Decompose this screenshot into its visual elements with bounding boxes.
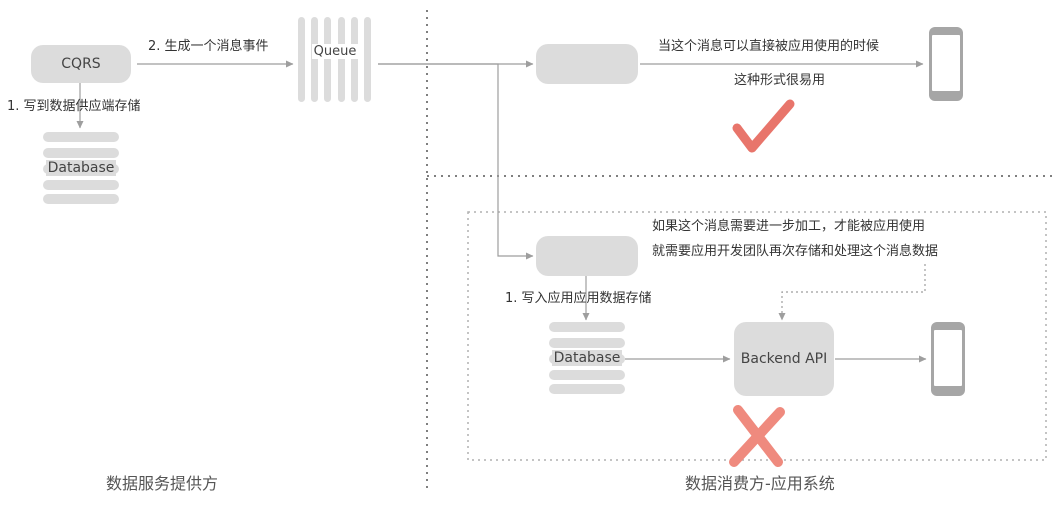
queue-label: Queue xyxy=(311,44,359,59)
consumer-node-direct xyxy=(536,44,638,84)
mobile-phone-icon xyxy=(931,322,965,396)
direct-use-label-line2: 这种形式很易用 xyxy=(734,73,826,88)
app-database: Database xyxy=(549,322,625,396)
check-mark-icon xyxy=(732,99,795,153)
provider-database: Database xyxy=(43,132,119,206)
app-system-boundary xyxy=(467,211,1047,461)
consumer-node-processing xyxy=(536,236,638,276)
cross-mark-icon xyxy=(729,405,785,467)
direct-use-label-line1: 当这个消息可以直接被应用使用的时候 xyxy=(658,39,880,54)
further-processing-label-line1: 如果这个消息需要进一步加工，才能被应用使用 xyxy=(652,219,926,234)
backend-api-label: Backend API xyxy=(740,351,828,367)
cqrs-label: CQRS xyxy=(61,56,101,72)
cqrs-node: CQRS xyxy=(31,45,131,83)
mobile-phone-icon xyxy=(929,27,963,101)
message-queue: Queue xyxy=(298,17,372,102)
generate-event-label: 2. 生成一个消息事件 xyxy=(148,39,269,54)
provider-database-label: Database xyxy=(45,160,117,176)
further-processing-label-line2: 就需要应用开发团队再次存储和处理这个消息数据 xyxy=(652,244,939,259)
write-app-store-label: 1. 写入应用应用数据存储 xyxy=(505,291,652,306)
app-database-label: Database xyxy=(551,350,623,366)
provider-caption: 数据服务提供方 xyxy=(106,474,219,493)
consumer-caption: 数据消费方-应用系统 xyxy=(685,474,835,493)
note-connector xyxy=(778,264,926,321)
write-provider-store-label: 1. 写到数据供应端存储 xyxy=(7,99,141,114)
backend-api-node: Backend API xyxy=(734,322,834,396)
arrow-queue-to-consumer-bottom xyxy=(378,63,534,260)
